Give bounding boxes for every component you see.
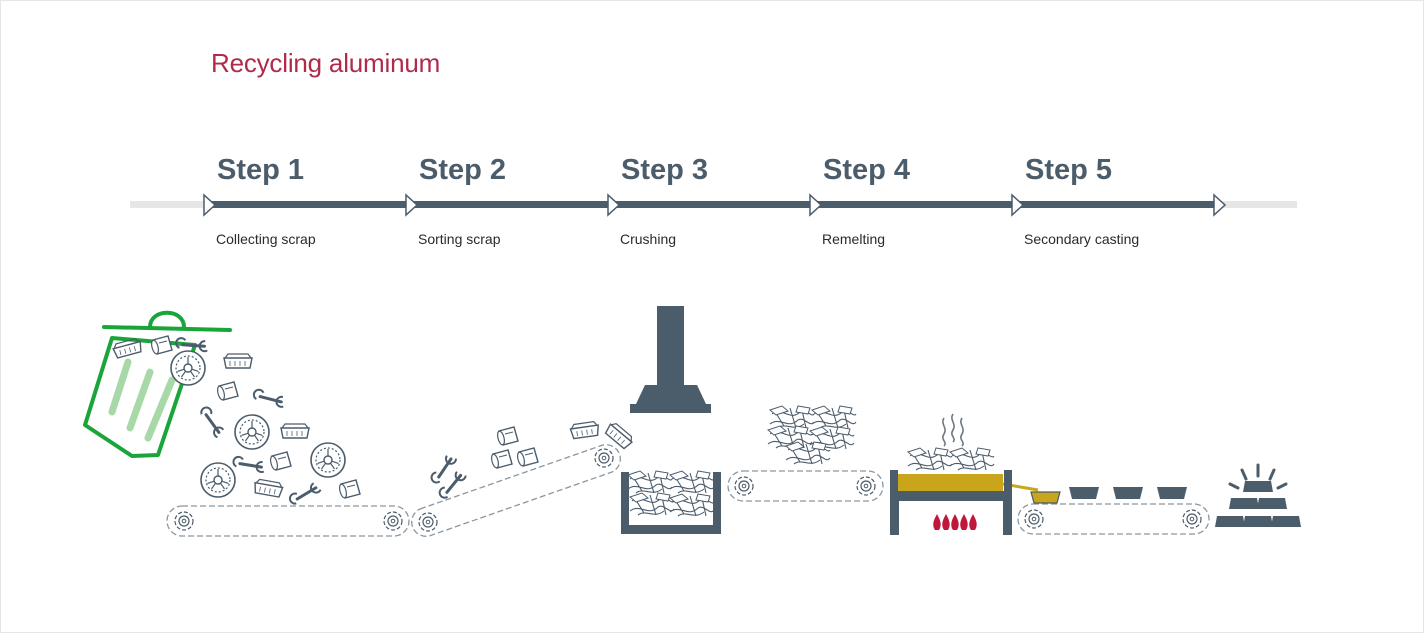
- timeline-progress: [210, 201, 1220, 208]
- wrench-icon: [250, 382, 289, 415]
- step-5-desc: Secondary casting: [1024, 231, 1140, 247]
- furnace-icon: [890, 447, 1039, 535]
- tray-icon: [280, 423, 310, 439]
- timeline-marker-end: [1213, 193, 1227, 217]
- can-icon: [515, 447, 539, 468]
- steam-icon: [942, 413, 964, 447]
- tray-icon: [569, 420, 601, 440]
- timeline: [130, 193, 1297, 217]
- crusher-bin: [621, 470, 721, 534]
- mold-icon: [1069, 487, 1099, 499]
- step-1-desc: Collecting scrap: [216, 231, 316, 247]
- can-icon: [337, 479, 361, 500]
- step-4-label: Step 4: [823, 154, 911, 186]
- scrap-heap-icon: [769, 405, 815, 429]
- tray-icon: [223, 353, 253, 369]
- scrap-heap-icon: [627, 470, 673, 494]
- step-5-label: Step 5: [1025, 154, 1113, 186]
- diagram-title: Recycling aluminum: [211, 48, 441, 78]
- wheel-icon: [234, 414, 270, 450]
- conveyor-icon: [727, 470, 884, 502]
- scrap-heap-icon: [811, 405, 857, 429]
- wheel-icon: [310, 442, 346, 478]
- scrap-heap-icon: [669, 470, 715, 494]
- scrap-heap-icon: [669, 493, 715, 517]
- conveyor-icon: [1017, 503, 1210, 535]
- can-icon: [489, 449, 513, 470]
- timeline-marker-1: [203, 193, 217, 217]
- scrap-heap-icon: [785, 441, 831, 465]
- scrap-heap-icon: [949, 447, 995, 471]
- ingot-stack-icon: [1215, 463, 1301, 527]
- timeline-marker-5: [1011, 193, 1025, 217]
- can-icon: [215, 381, 239, 402]
- can-icon: [268, 451, 292, 472]
- step-2-desc: Sorting scrap: [418, 231, 501, 247]
- trash-bin-icon: [83, 310, 232, 458]
- wrench-icon: [198, 402, 227, 442]
- flame-icon: [933, 514, 977, 530]
- mold-icon: [1113, 487, 1143, 499]
- scrap-heap-icon: [629, 492, 675, 516]
- scrap-heap-icon: [907, 447, 953, 471]
- wheel-icon: [200, 462, 236, 498]
- wrench-icon: [286, 480, 324, 507]
- mold-row: [1069, 487, 1187, 499]
- step-3-label: Step 3: [621, 154, 709, 186]
- tray-icon: [252, 478, 285, 499]
- step-4-desc: Remelting: [822, 231, 886, 247]
- crushed-scrap-heap: [767, 405, 857, 465]
- can-icon: [495, 426, 519, 447]
- mold-icon: [1157, 487, 1187, 499]
- conveyor-icon: [411, 444, 621, 537]
- wrench-icon: [230, 449, 269, 480]
- wheel-icon: [170, 350, 206, 386]
- timeline-marker-2: [405, 193, 419, 217]
- timeline-marker-3: [607, 193, 621, 217]
- step-2-label: Step 2: [419, 154, 507, 186]
- step-3-desc: Crushing: [620, 231, 677, 247]
- conveyor-icon: [166, 505, 410, 537]
- step-1-label: Step 1: [217, 154, 305, 186]
- timeline-marker-4: [809, 193, 823, 217]
- ladle-icon: [1030, 491, 1061, 504]
- press-icon: [630, 306, 711, 413]
